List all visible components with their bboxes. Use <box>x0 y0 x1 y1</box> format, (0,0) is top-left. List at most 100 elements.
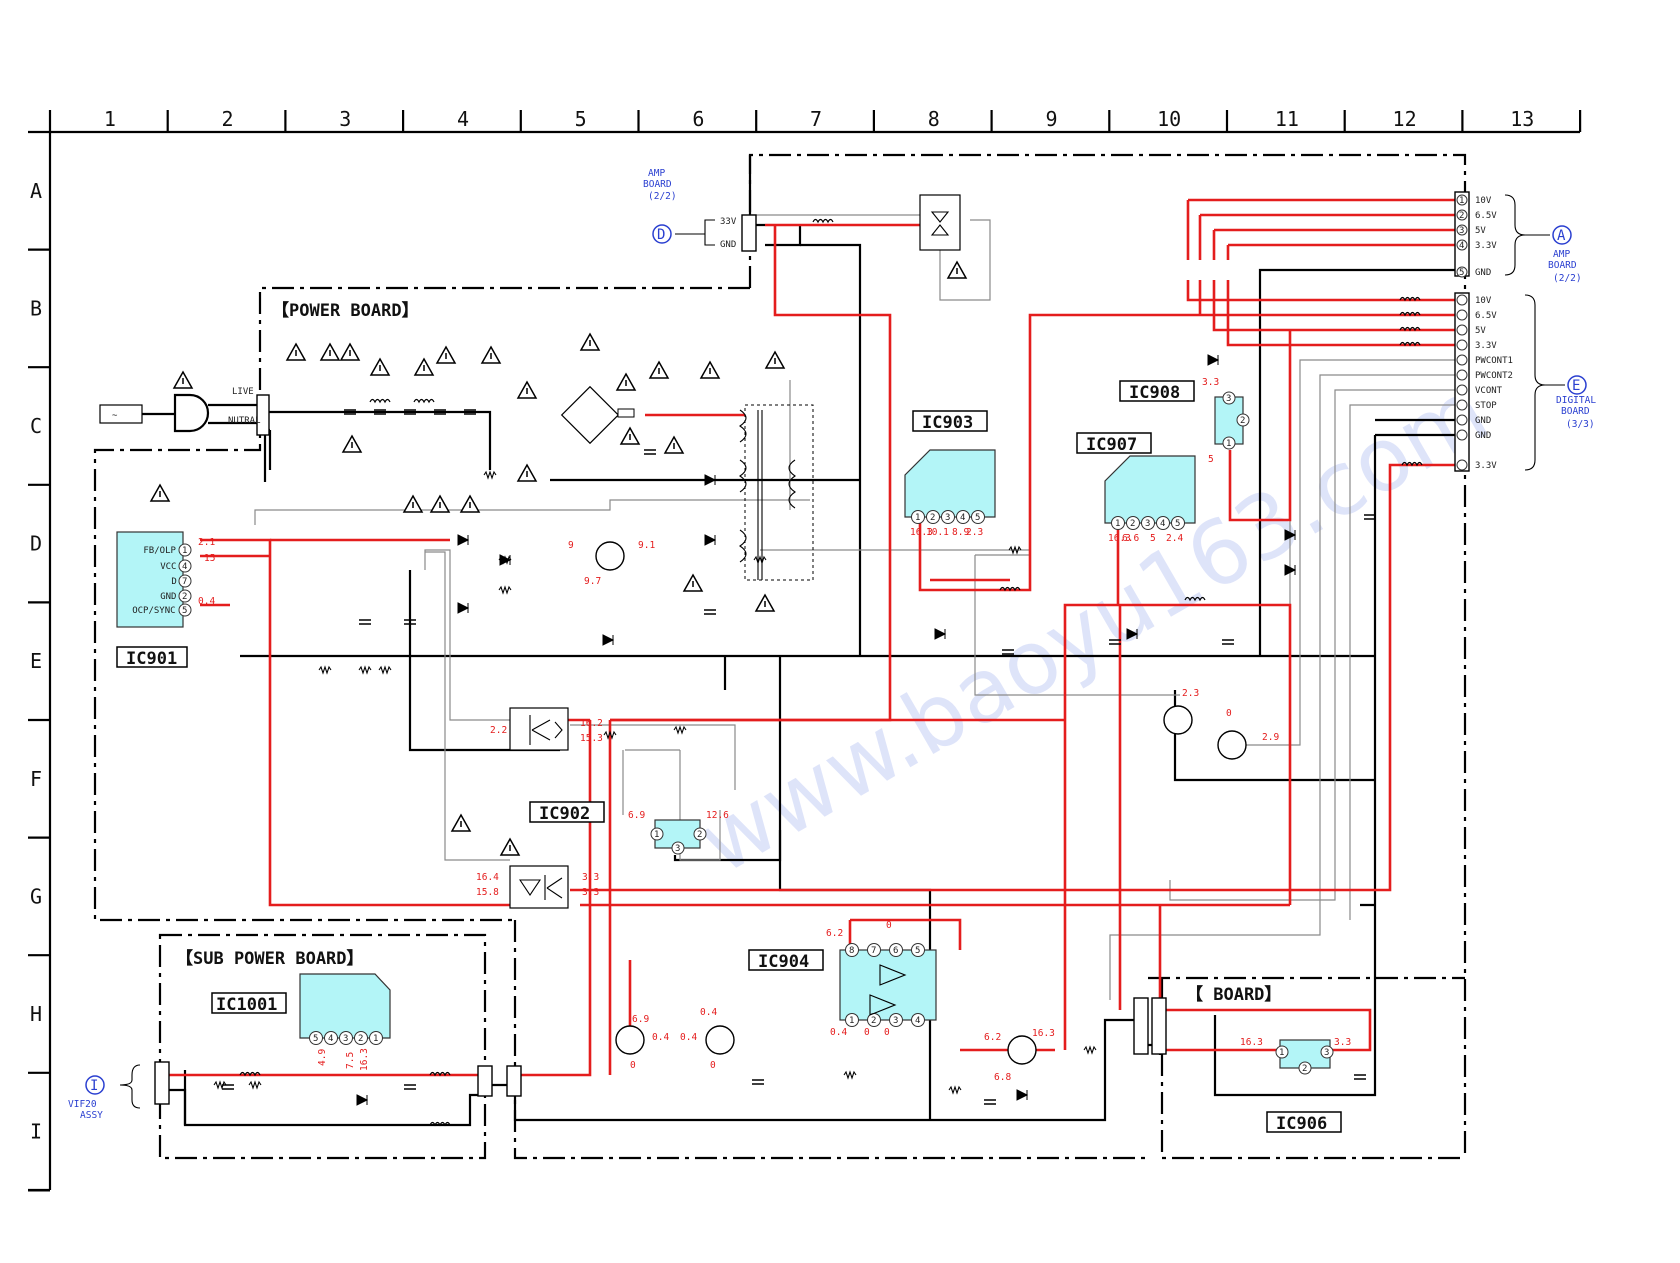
row-label: B <box>30 296 42 320</box>
mains-input: ~ LIVE NUTRAL <box>99 387 270 436</box>
row-label: C <box>30 414 42 438</box>
svg-text:2: 2 <box>182 592 187 602</box>
svg-text:1: 1 <box>915 513 920 523</box>
connector-e-pin-label: GND <box>1475 416 1491 426</box>
svg-text:0.4: 0.4 <box>198 596 215 607</box>
ic901-pin-label: FB/OLP <box>143 546 176 556</box>
svg-text:3: 3 <box>675 844 680 854</box>
column-label: 8 <box>928 107 940 131</box>
svg-text:2: 2 <box>871 1016 876 1026</box>
ic901-pin-label: D <box>171 577 176 587</box>
column-label: 9 <box>1045 107 1057 131</box>
ic908-label: IC908 <box>1129 383 1180 403</box>
safety-warning-marks <box>149 260 968 856</box>
svg-text:0: 0 <box>886 920 892 931</box>
svg-text:AMP: AMP <box>1553 249 1570 260</box>
column-label: 11 <box>1275 107 1299 131</box>
svg-text:3: 3 <box>343 1034 348 1044</box>
svg-text:4: 4 <box>915 1016 920 1026</box>
optocoupler-2 <box>509 865 569 909</box>
column-label: 12 <box>1393 107 1417 131</box>
svg-text:2: 2 <box>358 1034 363 1044</box>
svg-text:7: 7 <box>182 577 187 587</box>
svg-text:6.2: 6.2 <box>984 1032 1001 1043</box>
svg-text:2: 2 <box>1240 416 1245 426</box>
svg-text:1: 1 <box>1279 1048 1284 1058</box>
svg-text:(3/3): (3/3) <box>1566 419 1595 430</box>
connector-d: 33V GND D AMP BOARD (2/2) <box>643 168 757 252</box>
row-label: H <box>30 1002 42 1026</box>
row-label: E <box>30 649 42 673</box>
svg-text:5: 5 <box>1150 533 1156 544</box>
svg-text:0: 0 <box>884 1027 890 1038</box>
connector-i-marker <box>85 1075 105 1095</box>
svg-text:6.9: 6.9 <box>632 1014 649 1025</box>
svg-text:3: 3 <box>1459 226 1464 236</box>
svg-text:16.4: 16.4 <box>476 872 499 883</box>
passive-components <box>213 218 1423 1127</box>
svg-text:0.4: 0.4 <box>652 1032 669 1043</box>
connector-e-pin-label: PWCONT2 <box>1475 371 1513 381</box>
svg-text:5: 5 <box>915 946 920 956</box>
main-board-outline <box>513 920 1148 1160</box>
column-label: 13 <box>1510 107 1534 131</box>
connector-a-pin-label: 3.3V <box>1475 241 1497 251</box>
svg-text:0: 0 <box>864 1027 870 1038</box>
bridge-rectifier <box>560 385 635 445</box>
svg-text:4: 4 <box>182 562 187 572</box>
connector-e-pin-label: GND <box>1475 431 1491 441</box>
column-label: 4 <box>457 107 469 131</box>
connector-e-pin-labels: 10V6.5V5V3.3VPWCONT1PWCONT2VCONTSTOPGNDG… <box>1475 296 1513 471</box>
svg-text:1: 1 <box>1226 439 1231 449</box>
svg-text:16.3: 16.3 <box>1108 533 1131 544</box>
svg-text:2.1: 2.1 <box>198 537 215 548</box>
row-label: G <box>30 884 42 908</box>
ic904-label: IC904 <box>758 952 809 972</box>
svg-text:3: 3 <box>1145 519 1150 529</box>
svg-text:3: 3 <box>1226 394 1231 404</box>
svg-text:4: 4 <box>328 1034 333 1044</box>
svg-text:0: 0 <box>710 1060 716 1071</box>
svg-text:3.3: 3.3 <box>1202 377 1219 388</box>
svg-text:16.2: 16.2 <box>580 718 603 729</box>
svg-text:5: 5 <box>975 513 980 523</box>
column-label: 6 <box>692 107 704 131</box>
svg-text:(2/2): (2/2) <box>1553 273 1582 284</box>
svg-text:5: 5 <box>1175 519 1180 529</box>
ic906-label: IC906 <box>1276 1114 1327 1134</box>
connector-a-marker <box>1552 225 1572 245</box>
svg-text:15.3: 15.3 <box>580 733 603 744</box>
svg-text:3.3: 3.3 <box>582 872 599 883</box>
svg-text:9.1: 9.1 <box>638 540 655 551</box>
neutral-label: NUTRAL <box>228 416 261 426</box>
svg-text:2: 2 <box>1302 1064 1307 1074</box>
ac-symbol: ~ <box>112 411 118 421</box>
connector-e-pin-label: 3.3V <box>1475 461 1497 471</box>
svg-text:I: I <box>90 1078 98 1094</box>
svg-text:6.9: 6.9 <box>628 810 645 821</box>
connector-e-pin-label: PWCONT1 <box>1475 356 1513 366</box>
svg-text:5: 5 <box>313 1034 318 1044</box>
column-label: 3 <box>339 107 351 131</box>
svg-text:BOARD: BOARD <box>1561 406 1590 417</box>
svg-text:1: 1 <box>1115 519 1120 529</box>
svg-text:1: 1 <box>182 546 187 556</box>
power-board-label: 【POWER BOARD】 <box>272 300 419 321</box>
svg-text:DIGITAL: DIGITAL <box>1556 395 1596 406</box>
svg-text:7.5: 7.5 <box>345 1052 356 1069</box>
svg-text:8.9: 8.9 <box>952 527 969 538</box>
grid-frame <box>28 110 1582 1192</box>
svg-text:2.3: 2.3 <box>1182 688 1199 699</box>
connector-e-pin-label: 5V <box>1475 326 1486 336</box>
svg-text:BOARD: BOARD <box>643 179 672 190</box>
svg-text:15: 15 <box>204 553 215 564</box>
power-board-outline <box>93 286 750 922</box>
svg-text:9: 9 <box>568 540 574 551</box>
svg-text:0: 0 <box>630 1060 636 1071</box>
